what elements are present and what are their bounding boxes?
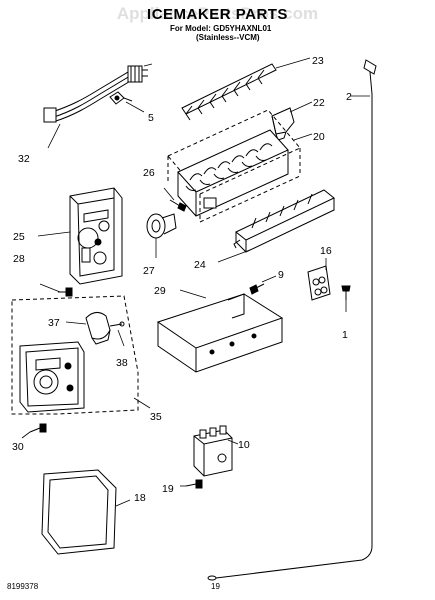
watermark-text: AppliancePartsPros.com — [116, 4, 319, 23]
callout-5: 5 — [148, 112, 154, 124]
cover-plate-part — [156, 293, 284, 373]
screw-part-9 — [249, 283, 265, 295]
page-number: 19 — [211, 582, 220, 591]
callout-23: 23 — [312, 55, 324, 67]
wire-harness-part — [43, 65, 148, 123]
control-housing-part — [69, 187, 123, 285]
callout-26: 26 — [143, 167, 155, 179]
fill-cup-part — [271, 107, 295, 141]
callout-29: 29 — [154, 285, 166, 297]
model-line: For Model: GD5YHAXNL01 — [170, 24, 272, 33]
callout-19: 19 — [162, 483, 174, 495]
callout-24: 24 — [194, 259, 206, 271]
document-number: 8199378 — [7, 582, 39, 591]
callout-16: 16 — [320, 245, 332, 257]
callout-28: 28 — [13, 253, 25, 265]
callout-30: 30 — [12, 441, 24, 453]
heater-part — [233, 189, 335, 253]
callout-27: 27 — [143, 265, 155, 277]
ejector-blade-part — [181, 63, 277, 121]
callout-1: 1 — [342, 329, 348, 341]
variant-line: (Stainless--VCM) — [196, 33, 260, 42]
screw-part-26 — [169, 199, 187, 212]
screw-part-19 — [185, 479, 203, 489]
switch-block-part — [193, 425, 233, 477]
control-module-boundary — [11, 295, 139, 415]
callout-2: 2 — [346, 91, 352, 103]
fill-tube-part — [207, 59, 377, 581]
callout-20: 20 — [313, 131, 325, 143]
ice-bin-pad-part — [41, 469, 117, 555]
screw-part-30 — [29, 423, 47, 433]
callout-labels: 5 32 23 22 20 2 26 25 28 27 24 29 9 16 1… — [12, 55, 352, 504]
callout-32: 32 — [18, 153, 30, 165]
callout-38: 38 — [116, 357, 128, 369]
motor-part — [85, 312, 125, 345]
callout-25: 25 — [13, 231, 25, 243]
leader-lines — [21, 57, 370, 507]
screw-part-28 — [58, 287, 73, 297]
motor-coupler-part — [146, 213, 177, 239]
callout-35: 35 — [150, 411, 162, 423]
callout-37: 37 — [48, 317, 60, 329]
callout-9: 9 — [278, 269, 284, 281]
control-module-plate — [19, 341, 85, 413]
callout-22: 22 — [313, 97, 325, 109]
screw-part-1 — [341, 285, 351, 300]
callout-10: 10 — [238, 439, 250, 451]
connector-clip-part — [109, 91, 133, 105]
callout-18: 18 — [134, 492, 146, 504]
page-title: ICEMAKER PARTS — [147, 6, 288, 23]
ice-mold-part — [167, 109, 301, 223]
mounting-bracket-part — [307, 265, 331, 301]
